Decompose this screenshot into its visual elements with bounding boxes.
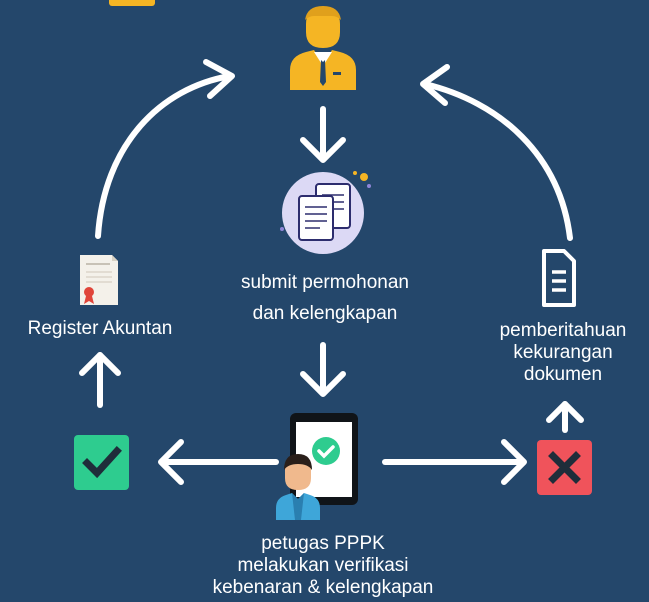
user-icon <box>290 6 356 90</box>
arrow-approve-to-register <box>79 352 121 408</box>
checkbox-icon <box>74 435 129 490</box>
officer-icon <box>276 454 320 520</box>
arrow-user-to-submit <box>300 106 346 163</box>
arrows <box>79 59 584 485</box>
notify-label-line-1: pemberitahuan <box>499 320 627 341</box>
notify-label-line-3: dokumen <box>523 364 603 385</box>
verify-label-line-1: petugas PPPK <box>261 533 385 554</box>
submit-label-line-1: submit permohonan <box>241 272 409 293</box>
arrow-reject-to-notify <box>546 401 584 433</box>
arrow-verify-to-reject <box>382 439 527 485</box>
notify-label: pemberitahuan kekurangan dokumen <box>478 320 648 386</box>
arrow-notify-to-user <box>420 64 573 241</box>
verify-label: petugas PPPK melakukan verifikasi kebena… <box>168 533 478 599</box>
top-box-icon <box>109 0 155 6</box>
verify-label-line-3: kebenaran & kelengkapan <box>212 577 434 598</box>
submit-label: submit permohonan dan kelengkapan <box>210 272 440 325</box>
document-icon <box>542 249 576 307</box>
arrow-register-to-user <box>95 59 235 239</box>
cross-icon <box>537 440 592 495</box>
certificate-icon <box>80 255 118 305</box>
submit-label-line-2: dan kelengkapan <box>252 303 398 324</box>
arrow-verify-to-approve <box>158 439 279 485</box>
verify-label-line-2: melakukan verifikasi <box>237 555 409 576</box>
arrow-submit-to-verify <box>300 342 346 397</box>
notify-label-line-2: kekurangan <box>513 342 613 363</box>
register-label: Register Akuntan <box>27 318 173 339</box>
documents-icon <box>280 171 371 254</box>
